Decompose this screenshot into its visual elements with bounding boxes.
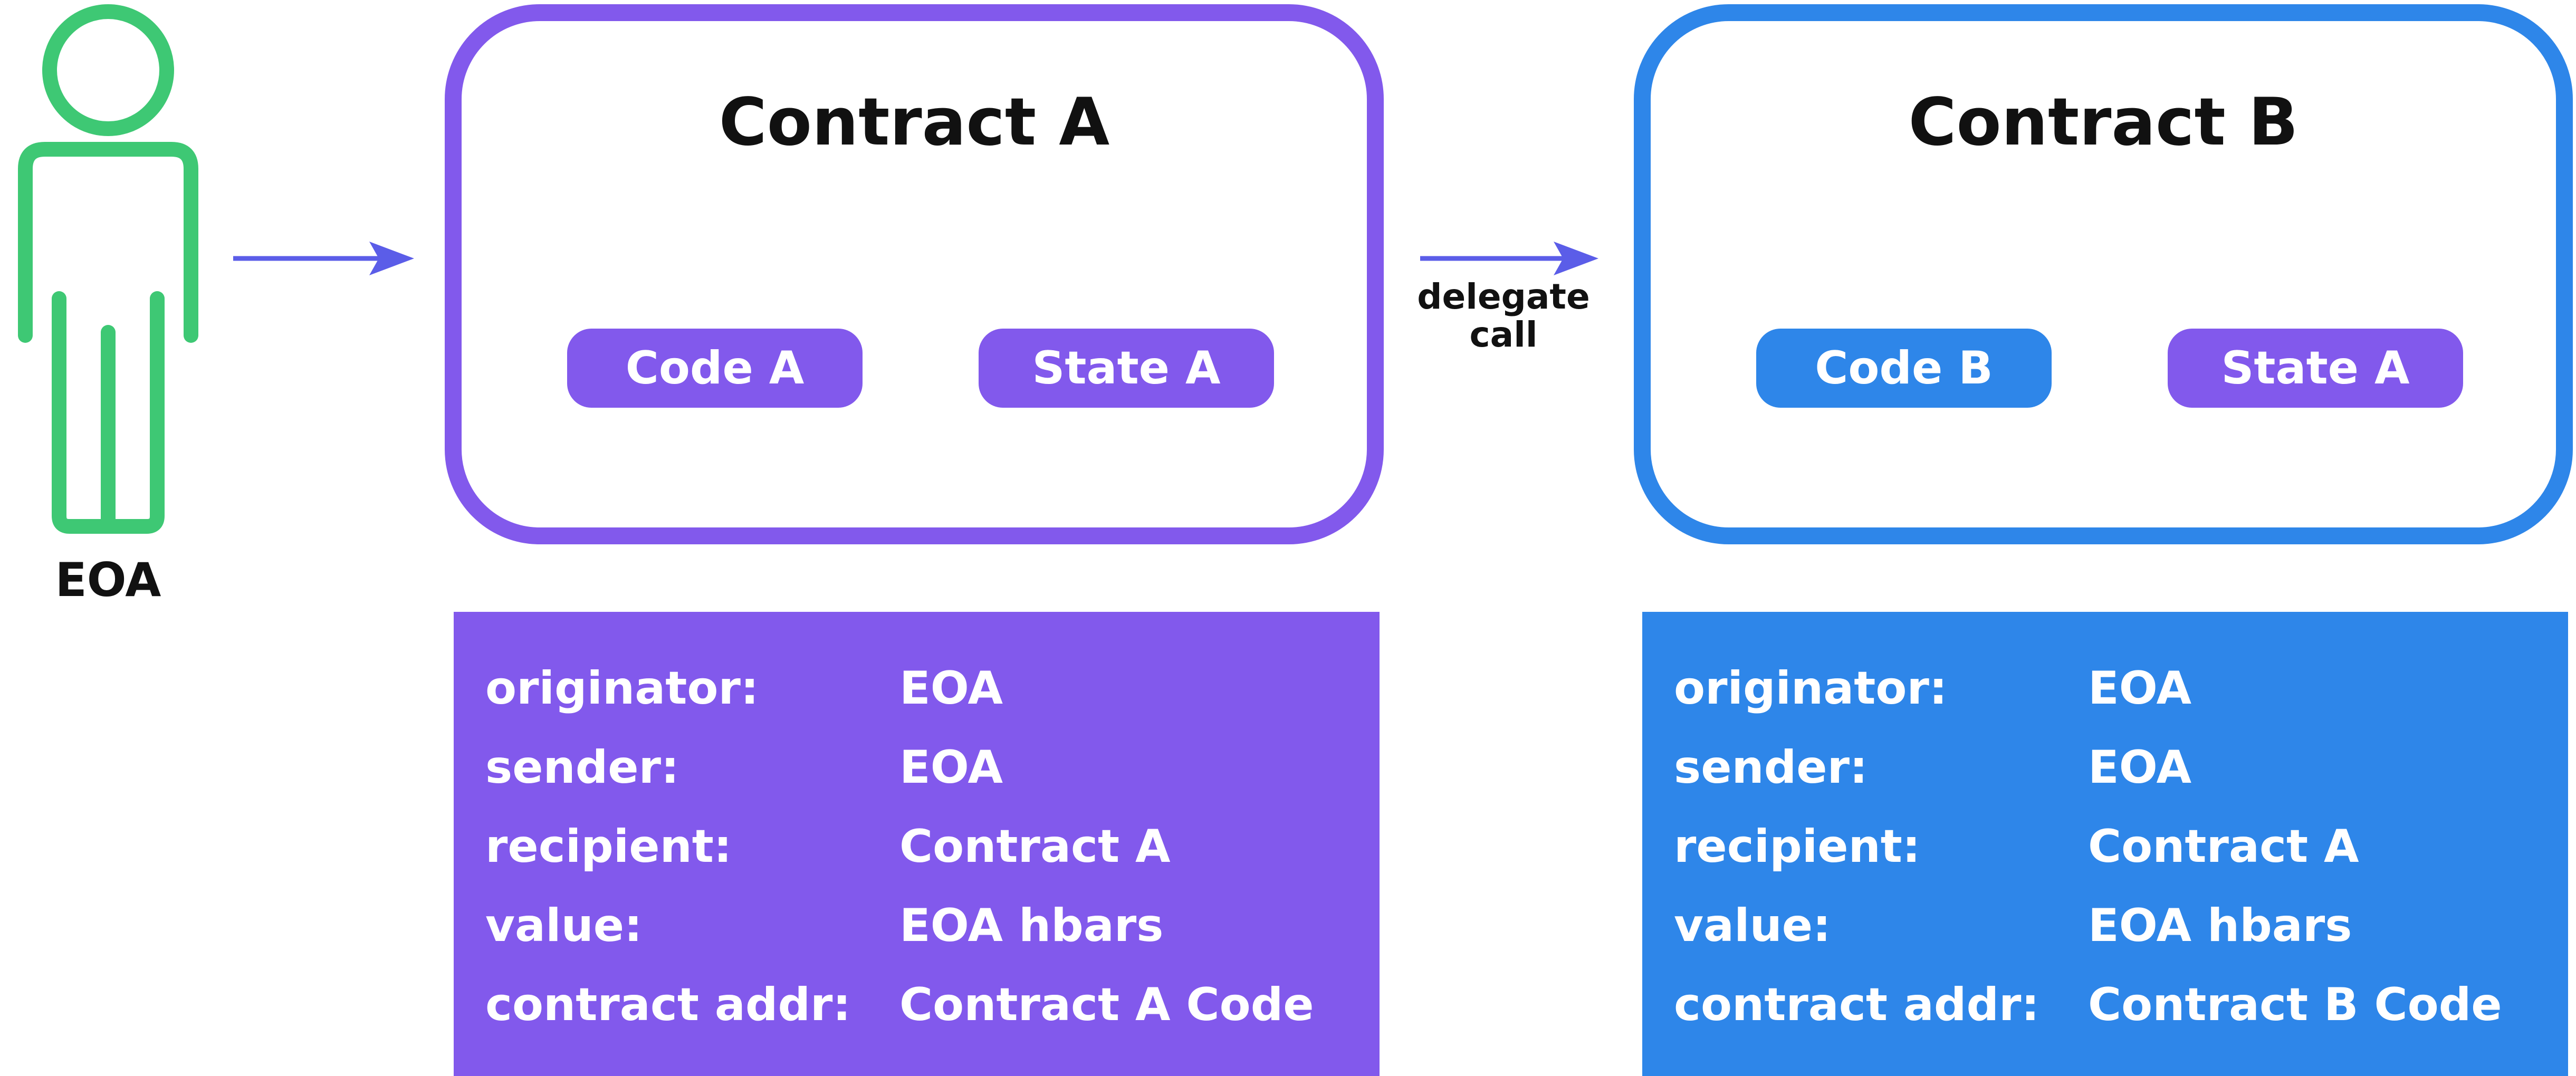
context-b-key: contract addr: (1674, 978, 2039, 1031)
context-a-key: originator: (485, 662, 759, 715)
context-b-panel: originator: EOA sender: EOA recipient: Cont… (1642, 612, 2568, 1076)
context-a-value: Contract A (899, 820, 1171, 873)
delegate-call-line1: delegate (1417, 276, 1590, 317)
delegate-call-line2: call (1469, 314, 1538, 355)
context-a-key: recipient: (485, 820, 732, 873)
context-a-key: sender: (485, 741, 679, 794)
context-a-row-recipient: recipient: Contract A (485, 807, 1380, 886)
eoa-person-icon (18, 4, 198, 534)
context-b-key: recipient: (1674, 820, 1921, 873)
context-a-value: EOA hbars (899, 899, 1164, 952)
delegate-call-label: delegate call (1393, 278, 1614, 354)
context-b-row-contract-addr: contract addr: Contract B Code (1674, 965, 2568, 1044)
context-b-value: Contract B Code (2088, 978, 2502, 1031)
context-a-panel: originator: EOA sender: EOA recipient: Cont… (454, 612, 1380, 1076)
arrow-delegate-call (1420, 242, 1598, 275)
contract-a-box: Contract A Code A State A (445, 4, 1384, 544)
context-b-row-originator: originator: EOA (1674, 649, 2568, 728)
context-a-value: EOA (899, 662, 1003, 715)
contract-a-title: Contract A (719, 84, 1110, 160)
context-b-key: sender: (1674, 741, 1868, 794)
context-a-value: Contract A Code (899, 978, 1314, 1031)
context-a-row-sender: sender: EOA (485, 728, 1380, 807)
context-b-value: EOA (2088, 741, 2192, 794)
state-a-pill-in-contract-b: State A (2168, 329, 2463, 408)
state-a-pill: State A (979, 329, 1274, 408)
context-a-key: value: (485, 899, 643, 952)
context-a-row-contract-addr: contract addr: Contract A Code (485, 965, 1380, 1044)
contract-b-title: Contract B (1908, 84, 2299, 160)
context-b-row-recipient: recipient: Contract A (1674, 807, 2568, 886)
context-a-key: contract addr: (485, 978, 851, 1031)
context-a-row-value: value: EOA hbars (485, 886, 1380, 965)
context-b-key: value: (1674, 899, 1831, 952)
context-a-value: EOA (899, 741, 1003, 794)
context-b-value: EOA (2088, 662, 2192, 715)
code-b-pill: Code B (1756, 329, 2052, 408)
contract-b-box: Contract B Code B State A (1634, 4, 2573, 544)
context-a-row-originator: originator: EOA (485, 649, 1380, 728)
context-b-key: originator: (1674, 662, 1948, 715)
context-b-row-sender: sender: EOA (1674, 728, 2568, 807)
context-b-value: EOA hbars (2088, 899, 2352, 952)
eoa-label: EOA (55, 553, 161, 607)
context-b-row-value: value: EOA hbars (1674, 886, 2568, 965)
arrow-to-contract-a (233, 242, 414, 275)
context-b-value: Contract A (2088, 820, 2359, 873)
code-a-pill: Code A (567, 329, 863, 408)
